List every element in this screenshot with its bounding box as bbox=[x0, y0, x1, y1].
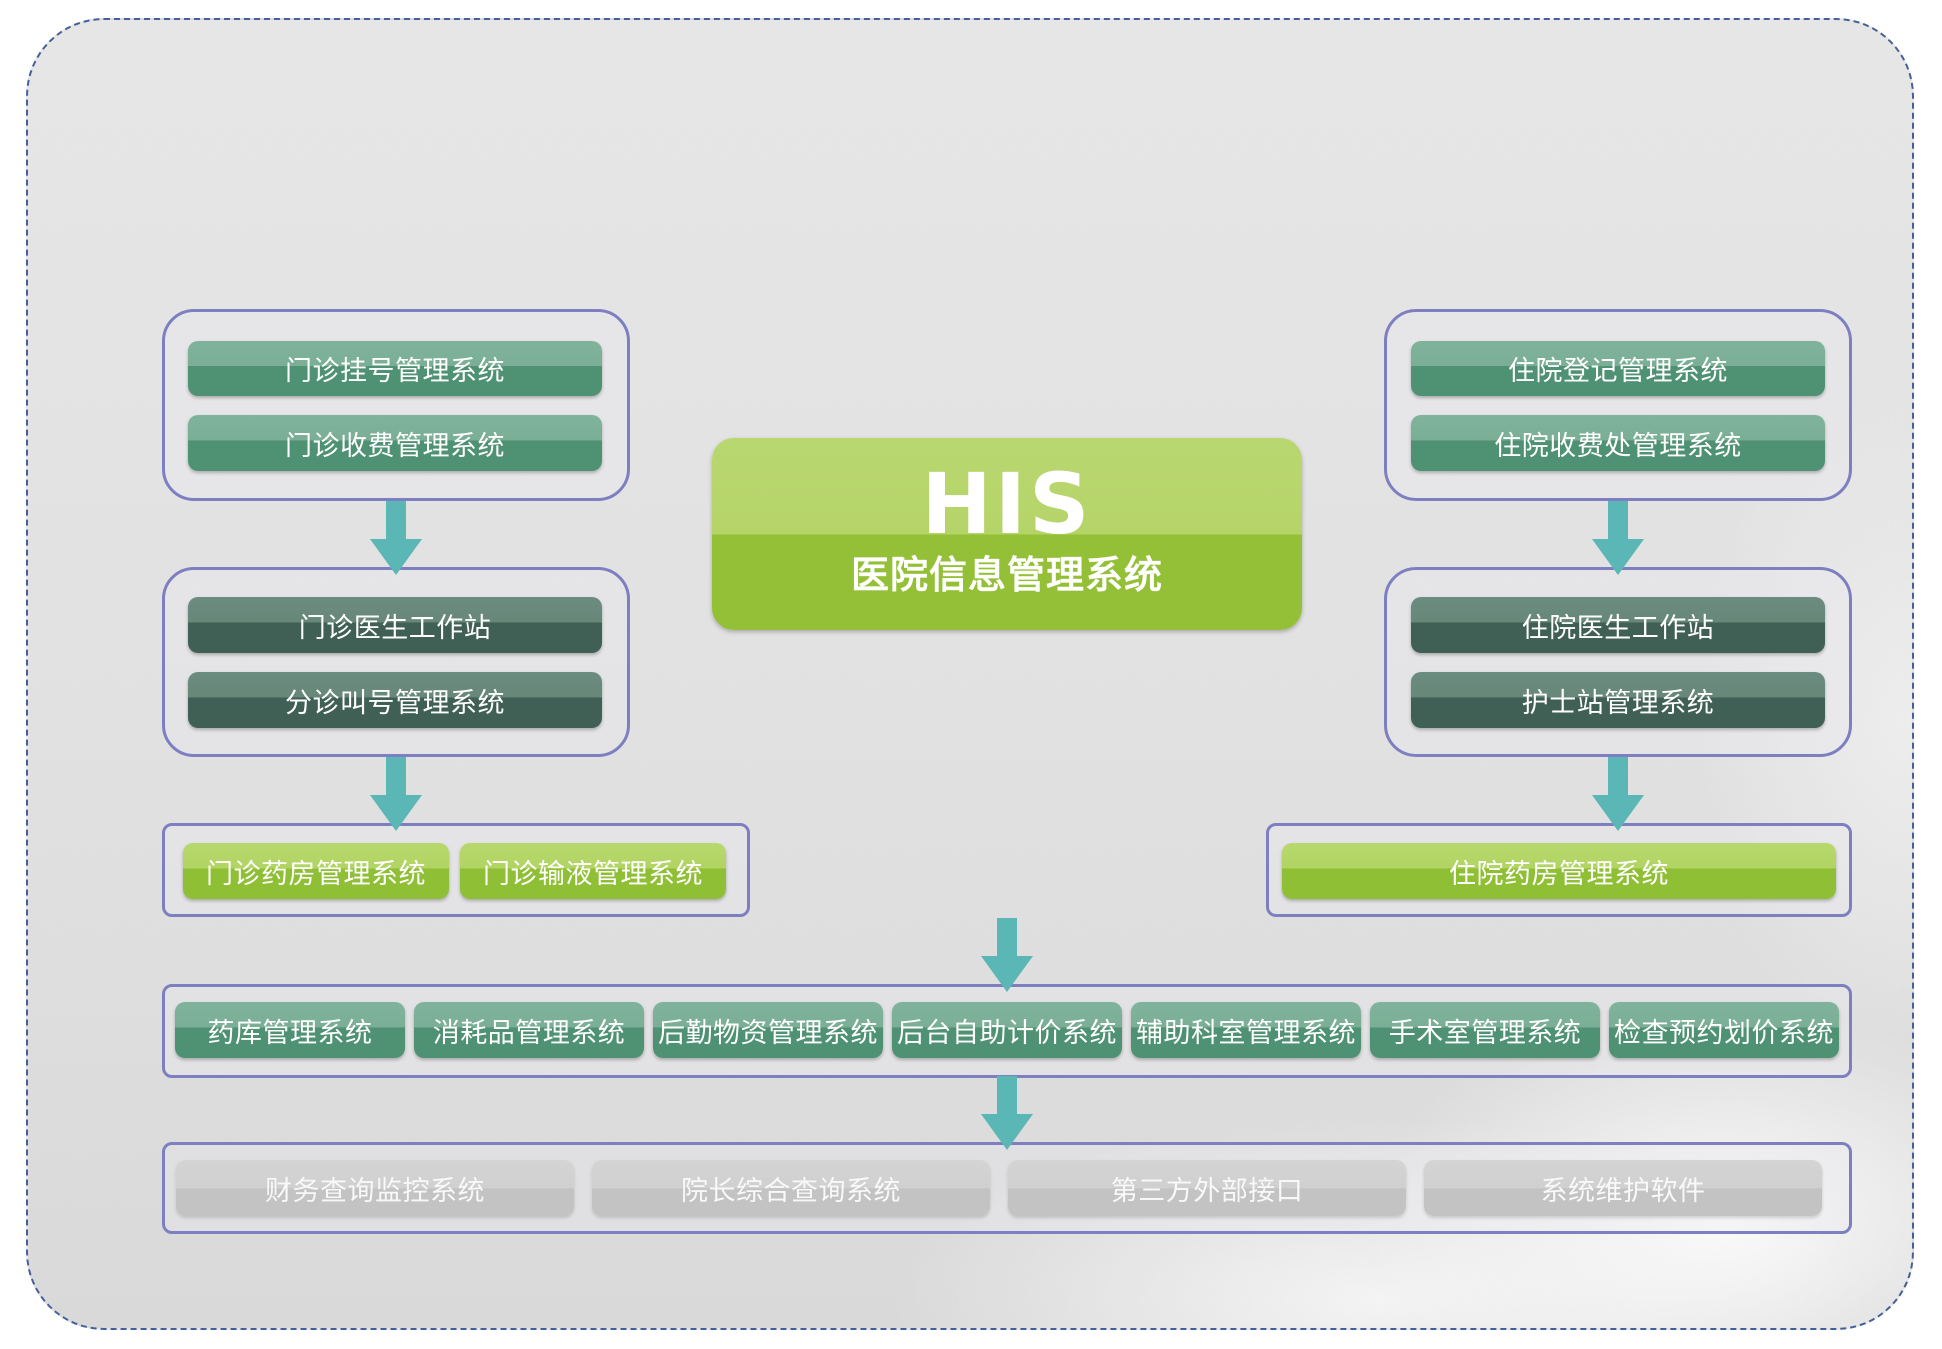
outpatient-doctor-station-box: 门诊医生工作站 bbox=[188, 597, 602, 653]
director-query-box: 院长综合查询系统 bbox=[592, 1160, 990, 1216]
arrow-down-icon bbox=[981, 1076, 1033, 1150]
maintenance-software-box: 系统维护软件 bbox=[1424, 1160, 1822, 1216]
inpatient-doctor-group bbox=[1384, 567, 1852, 757]
outpatient-front-group bbox=[162, 309, 630, 501]
nurse-station-box: 护士站管理系统 bbox=[1411, 672, 1825, 728]
consumables-box: 消耗品管理系统 bbox=[414, 1002, 644, 1058]
his-center-box: HIS 医院信息管理系统 bbox=[712, 438, 1302, 630]
inpatient-billing-box: 住院收费处管理系统 bbox=[1411, 415, 1825, 471]
inpatient-front-group bbox=[1384, 309, 1852, 501]
drug-warehouse-box: 药库管理系统 bbox=[175, 1002, 405, 1058]
outpatient-billing-box: 门诊收费管理系统 bbox=[188, 415, 602, 471]
self-pricing-box: 后台自助计价系统 bbox=[892, 1002, 1122, 1058]
inpatient-pharmacy-box: 住院药房管理系统 bbox=[1282, 843, 1836, 899]
arrow-down-icon bbox=[1592, 501, 1644, 575]
auxiliary-dept-box: 辅助科室管理系统 bbox=[1131, 1002, 1361, 1058]
outpatient-doctor-group bbox=[162, 567, 630, 757]
outpatient-registration-box: 门诊挂号管理系统 bbox=[188, 341, 602, 396]
his-subtitle: 医院信息管理系统 bbox=[850, 553, 1163, 597]
third-party-interface-box: 第三方外部接口 bbox=[1008, 1160, 1406, 1216]
operating-room-box: 手术室管理系统 bbox=[1370, 1002, 1600, 1058]
arrow-down-icon bbox=[1592, 757, 1644, 831]
logistics-box: 后勤物资管理系统 bbox=[653, 1002, 883, 1058]
inpatient-registration-box: 住院登记管理系统 bbox=[1411, 341, 1825, 396]
his-title: HIS bbox=[921, 455, 1093, 553]
inpatient-doctor-station-box: 住院医生工作站 bbox=[1411, 597, 1825, 653]
arrow-down-icon bbox=[370, 757, 422, 831]
outpatient-pharmacy-box: 门诊药房管理系统 bbox=[183, 843, 449, 899]
exam-booking-box: 检查预约划价系统 bbox=[1609, 1002, 1839, 1058]
finance-monitor-box: 财务查询监控系统 bbox=[176, 1160, 574, 1216]
arrow-down-icon bbox=[981, 918, 1033, 992]
arrow-down-icon bbox=[370, 501, 422, 575]
outpatient-infusion-box: 门诊输液管理系统 bbox=[460, 843, 726, 899]
triage-queue-box: 分诊叫号管理系统 bbox=[188, 672, 602, 728]
